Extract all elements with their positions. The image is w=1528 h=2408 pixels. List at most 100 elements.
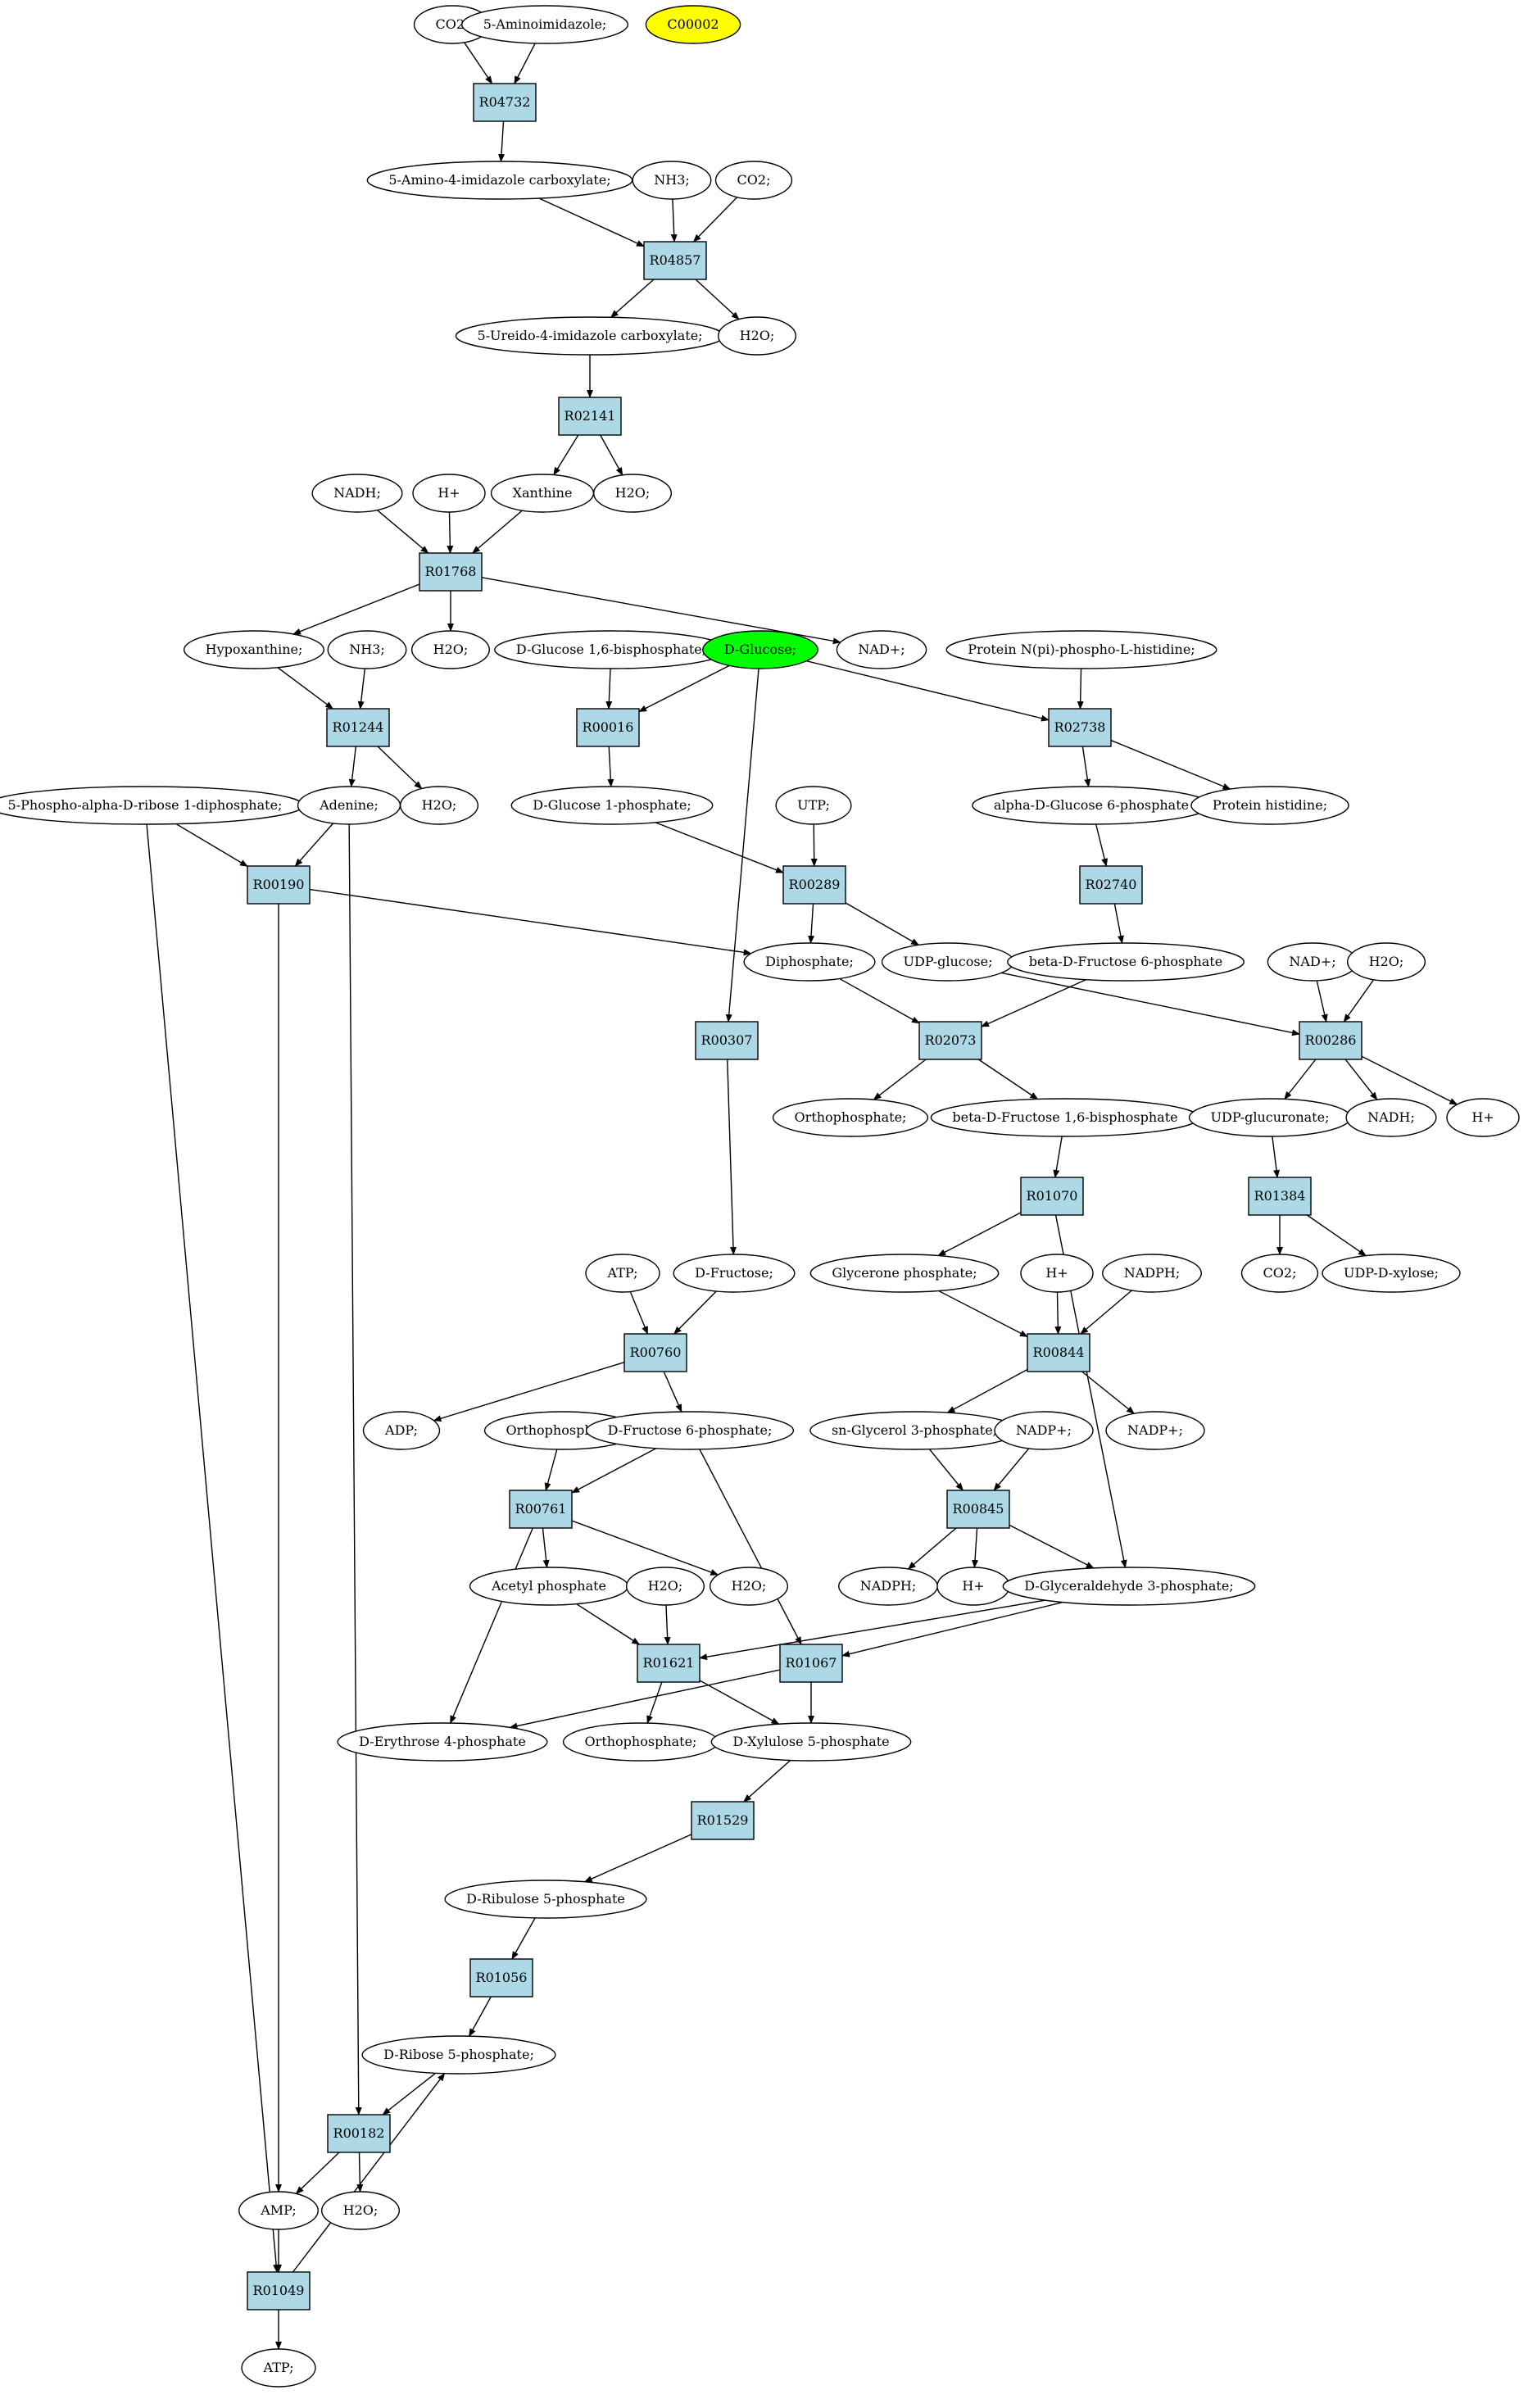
reaction-node-r00761[interactable]: R00761 <box>509 1490 573 1529</box>
compound-node-dx5p[interactable]: D-Xylulose 5-phosphate <box>710 1722 912 1762</box>
compound-node-prothis[interactable]: Protein histidine; <box>1190 786 1349 825</box>
compound-node-ag6p[interactable]: alpha-D-Glucose 6-phosphate <box>972 786 1211 825</box>
compound-node-nadph_a[interactable]: NADPH; <box>1102 1254 1202 1293</box>
compound-node-h2o_f[interactable]: H2O; <box>625 1567 705 1606</box>
compound-node-dga3p[interactable]: D-Glyceraldehyde 3-phosphate; <box>1002 1567 1256 1606</box>
compound-node-udpglc[interactable]: UDP-glucose; <box>881 942 1015 982</box>
compound-node-hplus_b[interactable]: H+ <box>1446 1098 1520 1137</box>
compound-node-ureido[interactable]: 5-Ureido-4-imidazole carboxylate; <box>455 316 725 356</box>
compound-node-df6p[interactable]: D-Fructose 6-phosphate; <box>585 1411 795 1450</box>
compound-node-glyceronep[interactable]: Glycerone phosphate; <box>809 1254 1000 1293</box>
compound-node-atp_b[interactable]: ATP; <box>241 2348 316 2388</box>
compound-node-adp[interactable]: ADP; <box>362 1411 441 1450</box>
compound-node-hplus_d[interactable]: H+ <box>936 1567 1010 1606</box>
compound-node-nadh_a[interactable]: NADH; <box>311 474 403 513</box>
reaction-node-r01070[interactable]: R01070 <box>1020 1177 1084 1216</box>
compound-node-orthop_c[interactable]: Orthophosphate; <box>562 1722 719 1762</box>
compound-node-nadpplus_b[interactable]: NADP+; <box>1105 1411 1205 1450</box>
node-shape <box>702 630 818 669</box>
compound-node-bf16bp[interactable]: beta-D-Fructose 1,6-bisphosphate <box>930 1098 1200 1137</box>
reaction-node-r01067[interactable]: R01067 <box>779 1644 843 1683</box>
compound-node-co2_c[interactable]: CO2; <box>1240 1254 1319 1293</box>
compound-node-dr5p[interactable]: D-Ribose 5-phosphate; <box>361 2035 556 2075</box>
node-label: ADP; <box>384 1422 418 1438</box>
compound-node-nh3_b[interactable]: NH3; <box>327 630 407 669</box>
compound-node-nadplus_a[interactable]: NAD+; <box>836 630 927 669</box>
compound-node-h2o_e[interactable]: H2O; <box>1346 942 1426 982</box>
reaction-node-r01621[interactable]: R01621 <box>637 1644 701 1683</box>
compound-node-atp_a[interactable]: ATP; <box>585 1254 660 1293</box>
compound-node-h2o_c[interactable]: H2O; <box>410 630 491 669</box>
compound-node-orthop_a[interactable]: Orthophosphate; <box>772 1098 929 1137</box>
reaction-node-r02073[interactable]: R02073 <box>918 1021 982 1060</box>
node-shape <box>320 2191 401 2230</box>
compound-node-aminoimid[interactable]: 5-Aminoimidazole; <box>461 5 628 44</box>
compound-node-nadplus_b[interactable]: NAD+; <box>1267 942 1358 982</box>
reaction-node-r00289[interactable]: R00289 <box>782 865 846 905</box>
compound-node-utp[interactable]: UTP; <box>775 786 852 825</box>
node-shape <box>362 1411 441 1450</box>
reaction-node-r01049[interactable]: R01049 <box>247 2271 311 2311</box>
reaction-node-r02141[interactable]: R02141 <box>558 397 622 436</box>
reaction-node-r02738[interactable]: R02738 <box>1048 708 1112 747</box>
compound-node-aica[interactable]: 5-Amino-4-imidazole carboxylate; <box>366 161 633 200</box>
compound-node-nh3_a[interactable]: NH3; <box>632 161 712 200</box>
compound-node-nadpplus_a[interactable]: NADP+; <box>994 1411 1094 1450</box>
reaction-node-r00286[interactable]: R00286 <box>1299 1021 1363 1060</box>
edge-r02738-to-ag6p <box>1081 746 1091 787</box>
edge-r00844-to-snglyc <box>946 1368 1028 1413</box>
compound-node-snglyc[interactable]: sn-Glycerol 3-phosphate; <box>809 1411 1019 1450</box>
node-shape <box>592 474 673 513</box>
compound-node-g1p[interactable]: D-Glucose 1-phosphate; <box>510 786 714 825</box>
compound-node-dglucose[interactable]: D-Glucose; <box>702 630 818 669</box>
node-shape <box>643 241 707 280</box>
reaction-node-r01768[interactable]: R01768 <box>419 552 483 592</box>
node-label: R00182 <box>333 2125 385 2141</box>
compound-node-udpglcur[interactable]: UDP-glucuronate; <box>1188 1098 1352 1137</box>
compound-node-de4p[interactable]: D-Erythrose 4-phosphate <box>337 1722 548 1762</box>
edge-r00182-to-amp <box>295 2152 340 2195</box>
compound-node-udpxyl[interactable]: UDP-D-xylose; <box>1322 1254 1461 1293</box>
reaction-node-r01056[interactable]: R01056 <box>469 1958 533 1998</box>
compound-node-acetylp[interactable]: Acetyl phosphate <box>469 1567 629 1606</box>
compound-node-adenine[interactable]: Adenine; <box>297 786 401 825</box>
reaction-node-r00845[interactable]: R00845 <box>946 1490 1010 1529</box>
reaction-node-r00016[interactable]: R00016 <box>576 708 640 747</box>
compound-node-hplus_c[interactable]: H+ <box>1020 1254 1094 1293</box>
compound-node-h2o_a[interactable]: H2O; <box>717 316 797 356</box>
compound-node-hplus_a[interactable]: H+ <box>412 474 486 513</box>
compound-node-h2o_b[interactable]: H2O; <box>592 474 673 513</box>
reaction-node-r04857[interactable]: R04857 <box>643 241 707 280</box>
reaction-node-r00760[interactable]: R00760 <box>623 1333 687 1372</box>
compound-node-dru5p[interactable]: D-Ribulose 5-phosphate <box>444 1880 647 1919</box>
compound-node-nadh_b[interactable]: NADH; <box>1345 1098 1437 1137</box>
reaction-node-r00190[interactable]: R00190 <box>247 865 311 905</box>
reaction-node-r00307[interactable]: R00307 <box>695 1021 759 1060</box>
compound-node-g16bp[interactable]: D-Glucose 1,6-bisphosphate; <box>494 630 728 669</box>
compound-node-diphos[interactable]: Diphosphate; <box>743 942 876 982</box>
compound-node-amp[interactable]: AMP; <box>238 2191 319 2230</box>
compound-node-nadph_b[interactable]: NADPH; <box>838 1567 938 1606</box>
reaction-node-r01244[interactable]: R01244 <box>326 708 390 747</box>
compound-node-hypox[interactable]: Hypoxanthine; <box>183 630 325 669</box>
node-shape <box>412 474 486 513</box>
edge-adenine-to-r00190 <box>294 823 334 867</box>
compound-node-prpp[interactable]: 5-Phospho-alpha-D-ribose 1-diphosphate; <box>0 786 305 825</box>
compound-node-dfruc[interactable]: D-Fructose; <box>673 1254 796 1293</box>
compound-node-xanthine[interactable]: Xanthine <box>490 474 595 513</box>
edge-dfruc-to-r00760 <box>673 1290 717 1335</box>
compound-node-bf6p[interactable]: beta-D-Fructose 6-phosphate <box>1007 942 1245 982</box>
reaction-node-r00182[interactable]: R00182 <box>327 2114 391 2153</box>
reaction-node-r02740[interactable]: R02740 <box>1079 865 1143 905</box>
reaction-node-r04732[interactable]: R04732 <box>473 83 537 122</box>
reaction-node-r01529[interactable]: R01529 <box>691 1801 755 1840</box>
compound-node-co2_b[interactable]: CO2; <box>714 161 793 200</box>
compound-node-protnpi[interactable]: Protein N(pi)-phospho-L-histidine; <box>945 630 1217 669</box>
reaction-node-r00844[interactable]: R00844 <box>1027 1333 1090 1372</box>
node-shape <box>469 1958 533 1998</box>
compound-node-h2o_g[interactable]: H2O; <box>709 1567 789 1606</box>
compound-node-c00002[interactable]: C00002 <box>645 5 741 44</box>
reaction-node-r01384[interactable]: R01384 <box>1248 1177 1312 1216</box>
compound-node-h2o_h[interactable]: H2O; <box>320 2191 401 2230</box>
compound-node-h2o_d[interactable]: H2O; <box>399 786 479 825</box>
